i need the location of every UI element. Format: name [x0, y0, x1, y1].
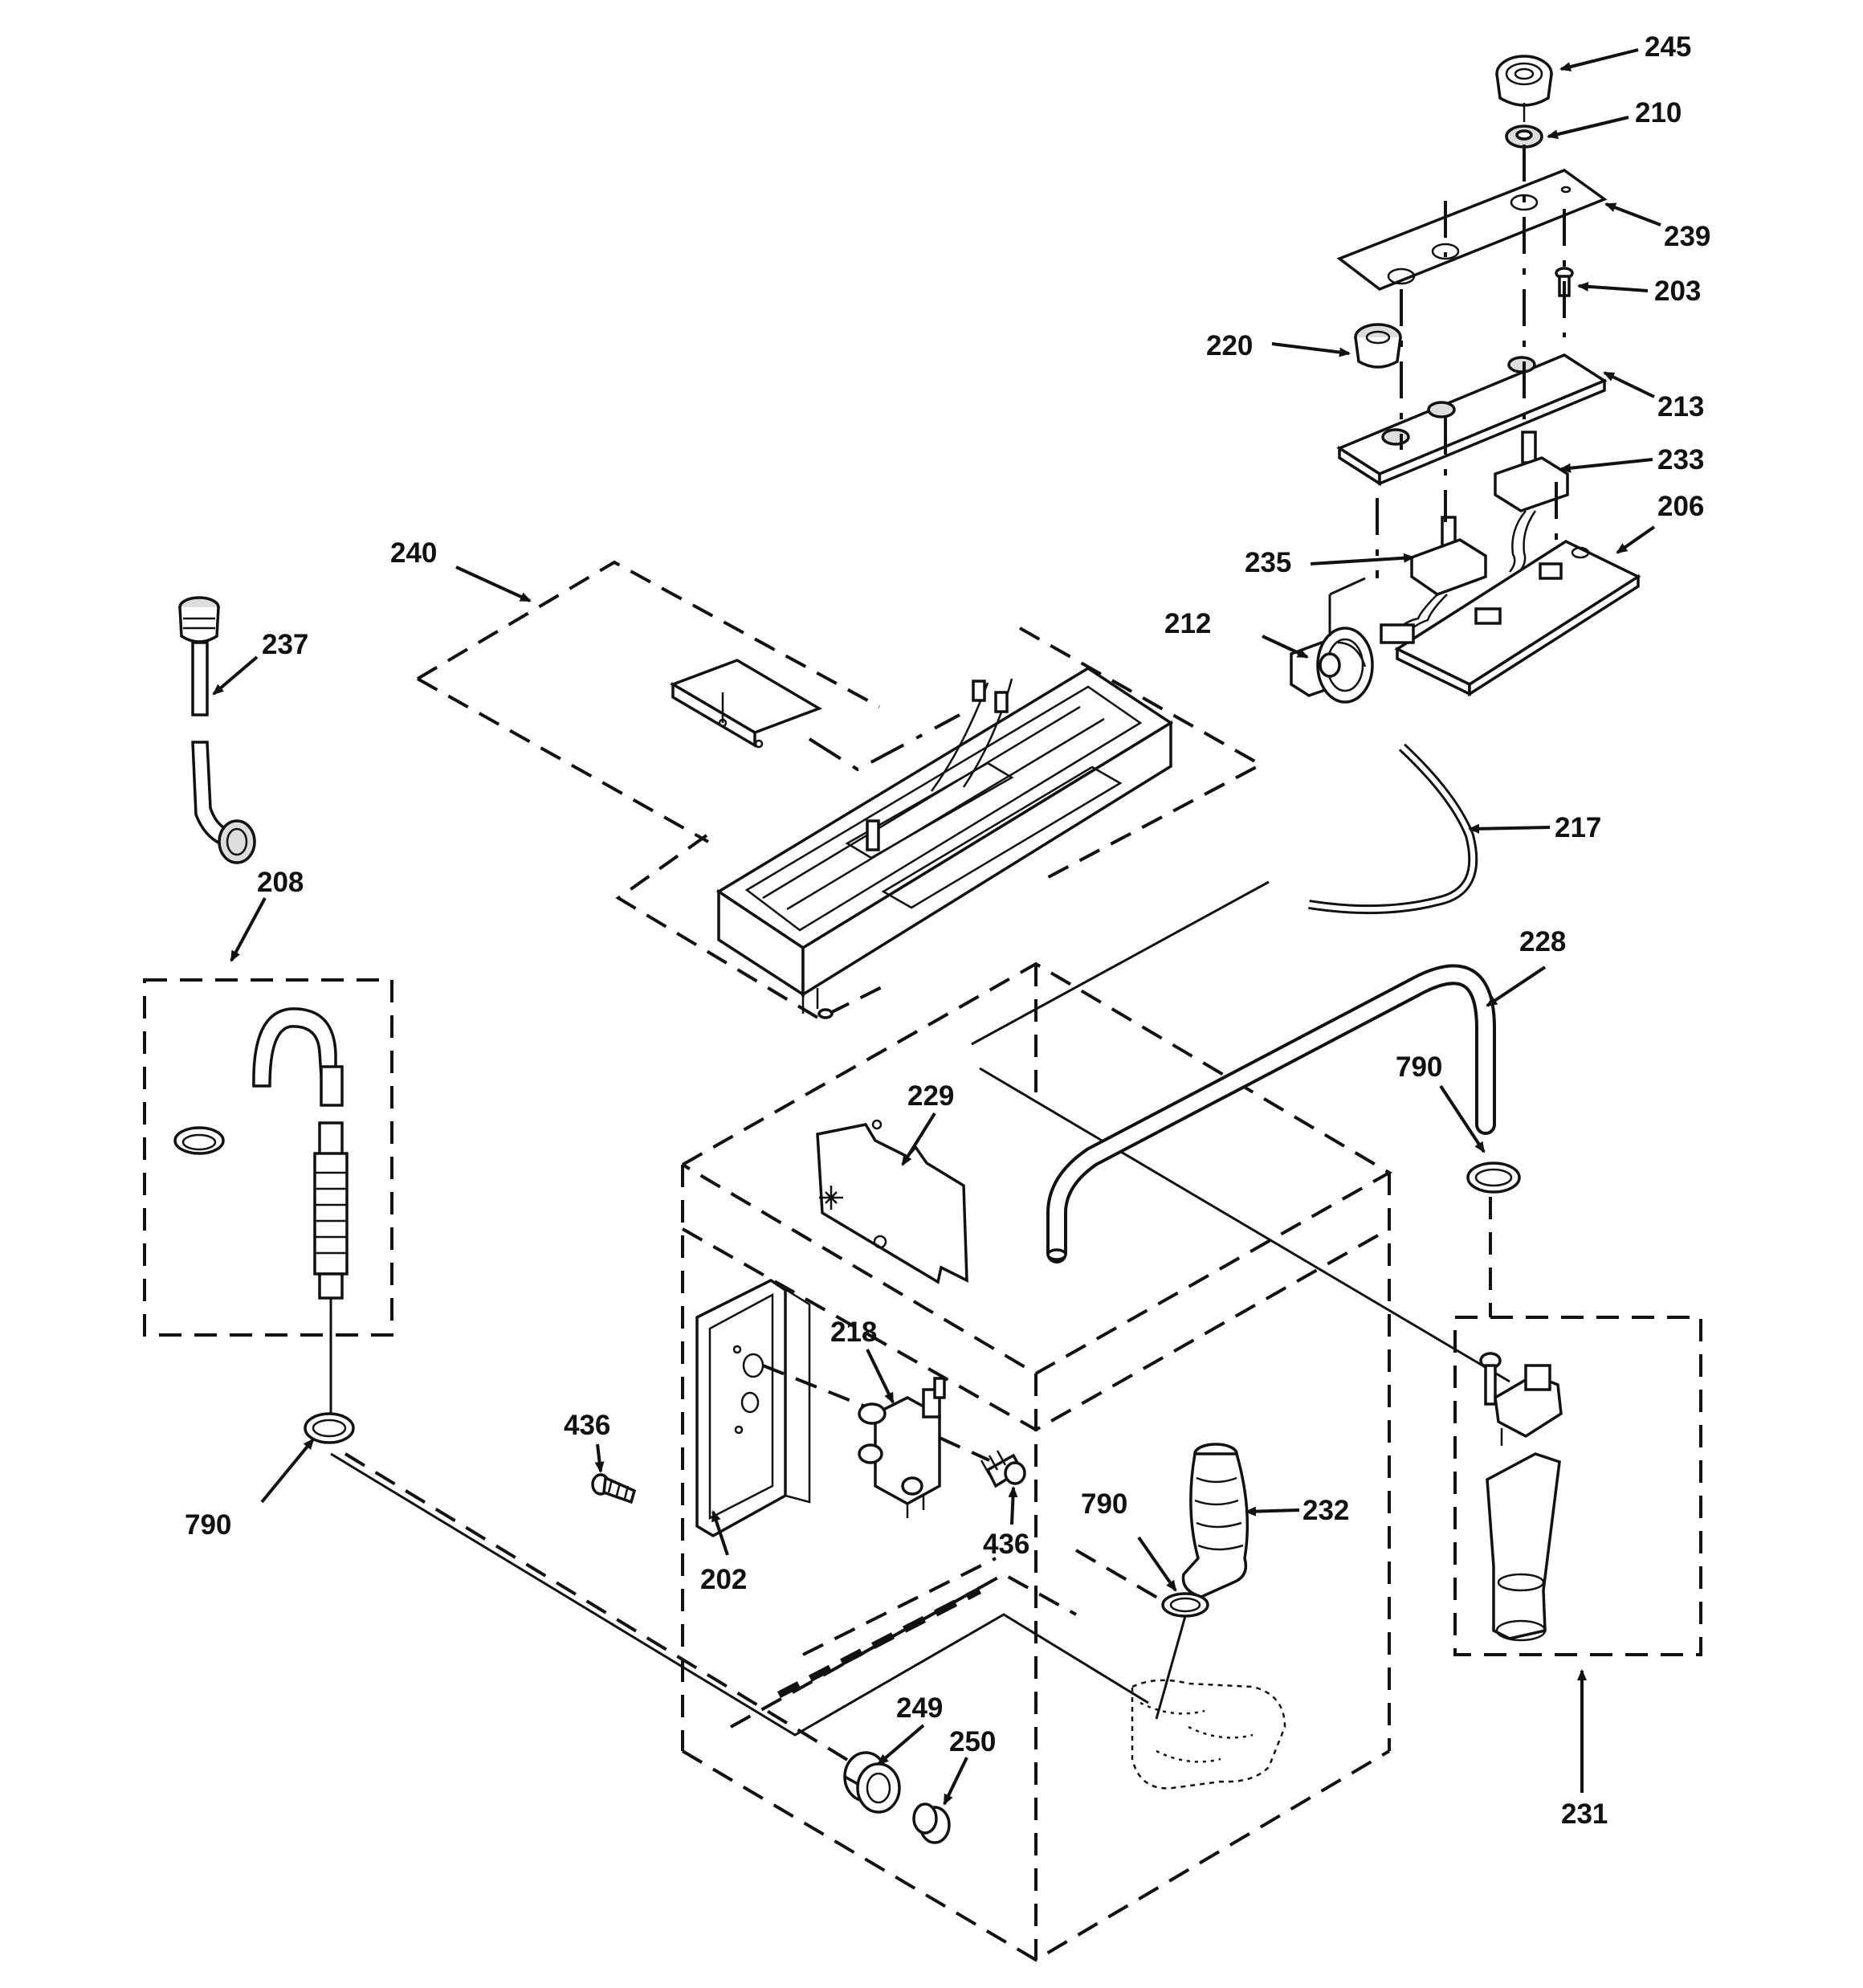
callout-790-left: 790	[185, 1509, 231, 1541]
part-213-panel-bracket	[1336, 353, 1608, 487]
part-249-grommet	[843, 1751, 901, 1814]
callout-250: 250	[949, 1726, 996, 1757]
part-210-washer	[1505, 125, 1543, 149]
part-235-switch	[1380, 516, 1487, 644]
cabinet-dashed-outline	[681, 961, 1392, 1962]
callout-790-center: 790	[1081, 1488, 1127, 1520]
callout-436-left: 436	[564, 1410, 610, 1441]
part-436-screw-right	[980, 1450, 1026, 1488]
callout-233: 233	[1657, 444, 1704, 476]
callout-240: 240	[390, 537, 437, 569]
callout-220: 220	[1206, 330, 1253, 361]
callout-229: 229	[907, 1080, 954, 1112]
part-790-clamp-center	[1161, 1592, 1209, 1618]
part-436-screw-left	[591, 1473, 637, 1504]
part-239-panel-overlay	[1336, 169, 1608, 291]
part-217-hose	[1308, 743, 1478, 915]
callout-249: 249	[896, 1692, 943, 1724]
part-240-bracket	[669, 659, 960, 772]
part-202-mounting-plate	[695, 1278, 811, 1538]
part-240-dispenser-tray	[715, 666, 1174, 1019]
callout-206: 206	[1657, 491, 1704, 522]
motor-pump-dotted	[1131, 1679, 1286, 1790]
callout-203: 203	[1654, 276, 1701, 307]
callout-212: 212	[1164, 608, 1211, 639]
callout-231: 231	[1561, 1798, 1608, 1830]
callout-210: 210	[1635, 97, 1682, 129]
part-237-hose-elbow	[178, 596, 256, 864]
part-220-bushing	[1354, 323, 1402, 369]
callout-245: 245	[1645, 31, 1691, 63]
callout-202: 202	[700, 1564, 747, 1595]
part-212-pressure-switch	[1290, 627, 1374, 704]
callout-239: 239	[1664, 221, 1710, 252]
part-228-fill-hose	[1046, 964, 1496, 1263]
part-240-top-dashed-outline	[416, 560, 1265, 1021]
part-208-drain-hose-kit	[143, 978, 393, 1415]
callout-436-right: 436	[983, 1529, 1029, 1560]
part-233-switch	[1494, 431, 1569, 573]
callout-232: 232	[1302, 1495, 1349, 1526]
callout-228: 228	[1519, 926, 1566, 957]
callout-237: 237	[262, 629, 308, 660]
part-790-clamp-right	[1466, 1161, 1521, 1194]
callout-208: 208	[257, 867, 304, 898]
part-218-water-valve	[858, 1377, 946, 1518]
part-232-siphon-break	[1181, 1443, 1249, 1598]
callout-217: 217	[1555, 812, 1601, 843]
callout-213: 213	[1657, 391, 1704, 423]
part-790-clamp-left	[304, 1412, 355, 1444]
callout-218: 218	[830, 1316, 877, 1348]
part-229-board	[816, 1119, 968, 1284]
callout-790-right: 790	[1396, 1051, 1442, 1083]
callout-235: 235	[1245, 547, 1291, 578]
part-231-dispenser-kit	[1453, 1316, 1702, 1656]
part-250-plug	[912, 1802, 951, 1844]
part-206-base-plate	[1394, 539, 1641, 697]
part-245-knob	[1495, 55, 1553, 122]
